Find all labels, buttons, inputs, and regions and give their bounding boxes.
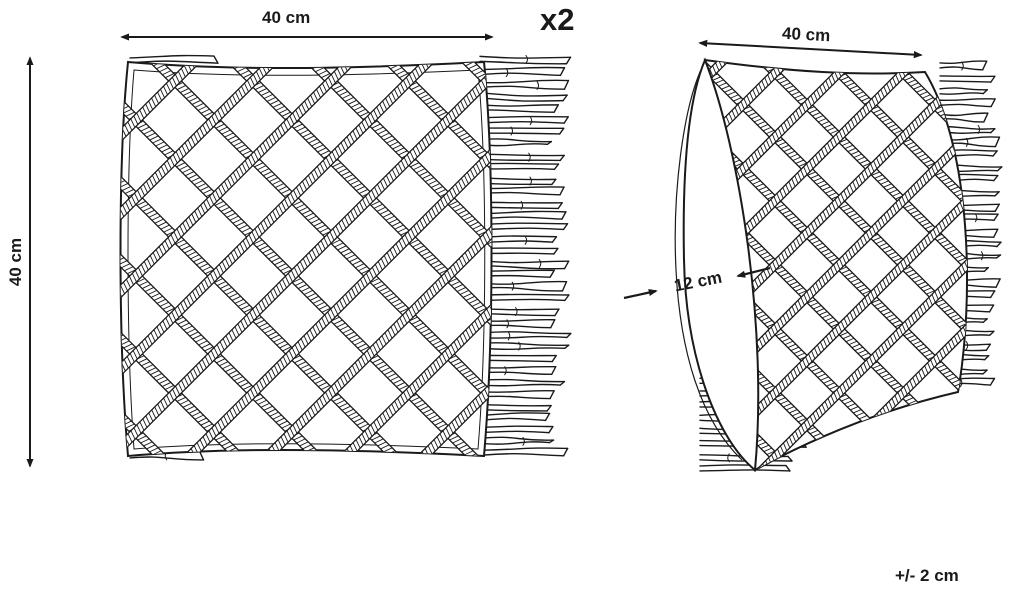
right-fringe [479,54,572,457]
front-view-cushion [26,33,572,468]
quantity-label: x2 [540,2,575,37]
tolerance-label: +/- 2 cm [895,566,959,585]
front-macrame-net [120,62,492,456]
depth-arrow-right [736,266,771,278]
side-width-label: 40 cm [781,23,831,46]
front-width-label: 40 cm [262,8,311,27]
side-width-dimension-arrow [698,39,923,59]
depth-arrow-left [623,289,658,300]
side-gusset-panel [682,57,760,472]
side-view-cushion [623,39,1003,472]
front-height-label: 40 cm [6,237,25,287]
